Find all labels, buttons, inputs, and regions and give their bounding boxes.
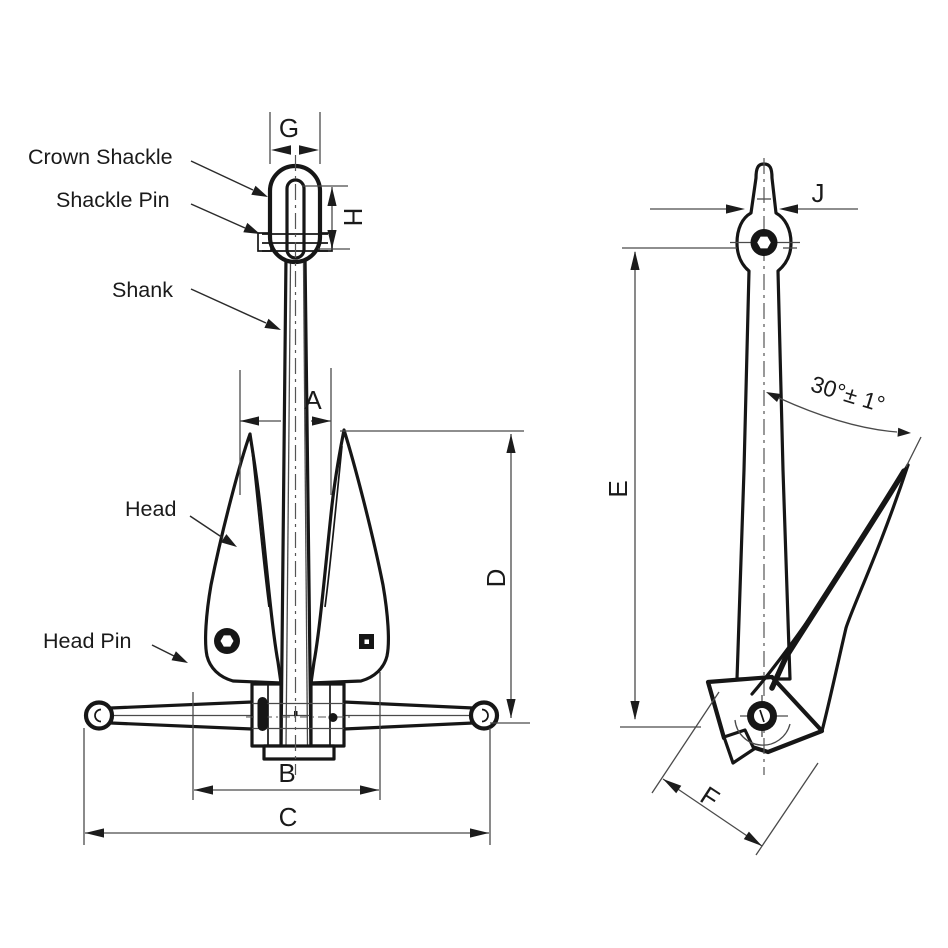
side-shackle-eye (730, 229, 800, 256)
dim-a-label: A (304, 385, 322, 415)
crown-shackle-text: Crown Shackle (28, 145, 173, 169)
head-pin-end (257, 697, 268, 731)
part-labels: Crown Shackle Shackle Pin Shank Head Hea… (28, 145, 281, 663)
dim-g-label: G (279, 113, 299, 143)
crown-pivot-hole (734, 695, 791, 746)
angle-annotation: 30°± 1° (766, 370, 911, 437)
dim-f-label: F (695, 780, 725, 814)
dim-j: J (650, 178, 858, 214)
dim-e-label: E (603, 480, 633, 497)
label-shackle-pin: Shackle Pin (56, 188, 260, 234)
dim-b-label: B (278, 758, 295, 788)
fluke-right (309, 428, 391, 685)
head-pin-text: Head Pin (43, 629, 131, 653)
label-head-pin: Head Pin (43, 629, 188, 663)
dim-d-label: D (481, 569, 511, 588)
fluke-tip-line (905, 436, 922, 468)
dimensions: G H A D (83, 112, 911, 856)
dim-a: A (239, 368, 332, 495)
head-text: Head (125, 497, 176, 521)
dim-h: H (302, 185, 368, 250)
pin-dot (328, 713, 338, 722)
front-view (83, 155, 500, 775)
side-fluke (750, 436, 922, 733)
stock-ball-left (83, 700, 115, 731)
dim-h-label: H (338, 208, 368, 227)
dim-c-label: C (279, 802, 298, 832)
side-view (705, 158, 922, 775)
stock-ball-right (468, 700, 500, 731)
label-shank: Shank (112, 278, 281, 330)
angle-label: 30°± 1° (808, 370, 888, 417)
dim-e: E (603, 247, 797, 728)
dim-j-label: J (812, 178, 825, 208)
crown-heel (722, 728, 756, 765)
label-crown-shackle: Crown Shackle (28, 145, 268, 197)
dim-c: C (83, 728, 491, 845)
front-head-block (246, 682, 350, 761)
fluke-left (203, 432, 283, 685)
front-stock (83, 700, 500, 731)
shackle-pin-text: Shackle Pin (56, 188, 170, 212)
shank-text: Shank (112, 278, 173, 302)
dim-g: G (269, 112, 321, 164)
dim-d: D (340, 430, 530, 724)
label-head: Head (125, 497, 237, 547)
dim-b: B (192, 672, 381, 800)
